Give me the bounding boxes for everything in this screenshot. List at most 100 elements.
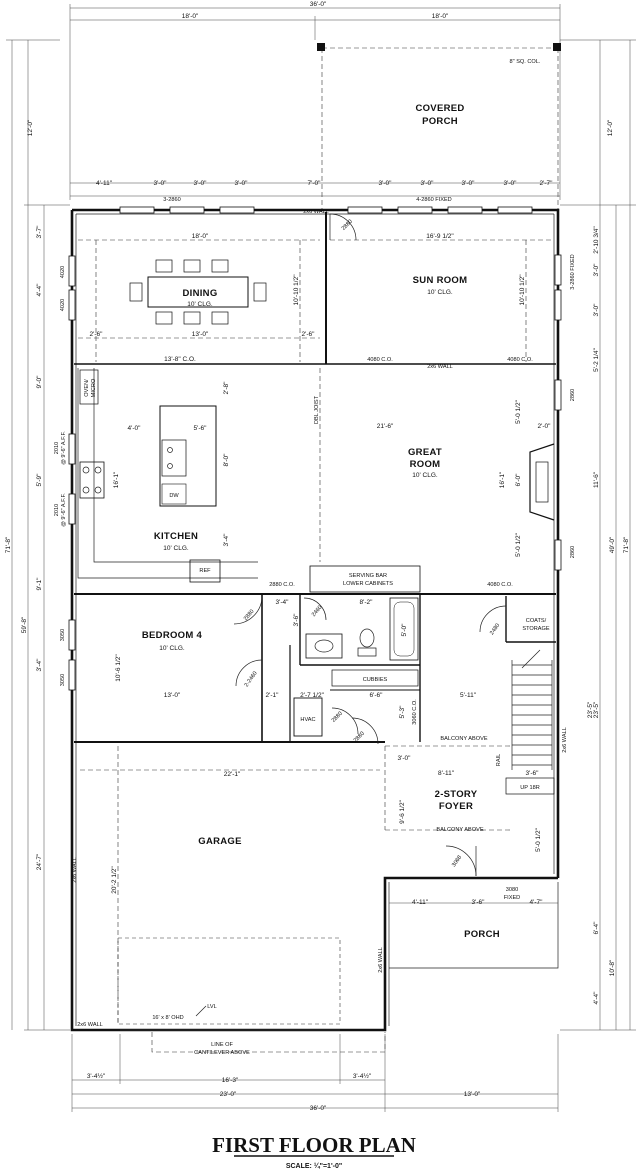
dim-win-10: 2'-7": [540, 180, 554, 187]
window-2010-a: 2010: [54, 442, 60, 454]
dim-left-3-7: 3'-7": [36, 225, 43, 239]
top-dimension-lines: 36'-0" 18'-0" 18'-0" 4'-11" 3'-0" 3'-0" …: [69, 1, 561, 203]
window-2010-b: 2010: [54, 504, 60, 516]
dishwasher-label: DW: [169, 493, 179, 499]
dim-sun-depth: 10'-10 1/2": [519, 274, 526, 306]
coats-2: STORAGE: [522, 626, 550, 632]
dim-foyer-5-0: 5'-0 1/2": [535, 827, 542, 851]
dim-porch-4-7: 4'-7": [530, 899, 544, 906]
dim-right-71-8: 71'-8": [623, 536, 630, 553]
dim-dining-right: 2'-6": [302, 331, 316, 338]
serving-bar-1: SERVING BAR: [349, 573, 387, 579]
dim-right-49-0: 49'-0": [609, 536, 616, 553]
dim-porch-depth-right: 12'-0": [607, 119, 614, 136]
front-porch: 4'-11" 3'-6" 4'-7" PORCH: [389, 882, 559, 969]
covered-porch: 8" SQ. COL. COVERED PORCH: [317, 43, 561, 210]
window-4020-b: 4020: [60, 299, 66, 311]
right-dimension-lines: 12'-0" 2'-10 3/4" 3'-0" 3'-0" 5'-2 1/4" …: [560, 39, 636, 1031]
window-label-3-2860: 3-2860: [163, 197, 180, 203]
dim-bath-8-2: 8'-2": [360, 599, 374, 606]
dim-foyer-3-0: 3'-0": [398, 755, 412, 762]
dim-bed-width: 13'-0": [164, 692, 181, 699]
dim-kitchen-3-4: 3'-4": [223, 533, 230, 547]
dim-garage-depth: 20'-2 1/2": [111, 866, 118, 894]
room-bedroom4: BEDROOM 4: [142, 630, 203, 641]
dim-great-16-1: 16'-1": [499, 471, 506, 488]
bathtub: [389, 597, 419, 661]
toilet: [357, 647, 377, 657]
dim-great-width: 21'-6": [377, 423, 394, 430]
kitchen-greatroom-zone: DBL JOIST OVEN/ MICRO DW REF KITCHEN 10'…: [77, 368, 555, 593]
vanity: [305, 633, 343, 659]
dim-porch-3-6: 3'-6": [472, 899, 486, 906]
dim-dining-left: 2'-6": [90, 331, 104, 338]
dim-porch-depth-left: 12'-0": [27, 119, 34, 136]
serving-bar: [309, 565, 421, 593]
dim-bottom-3-4a: 3'-4½": [87, 1072, 106, 1080]
room-sun-room-ceiling: 10' CLG.: [427, 289, 453, 296]
column-label: 8" SQ. COL.: [510, 59, 541, 65]
room-great-room-ceiling: 10' CLG.: [412, 472, 438, 479]
dim-win-9: 3'-0": [504, 180, 518, 187]
fixed-3080-2: FIXED: [504, 895, 520, 901]
dim-dining-inner: 13'-0": [192, 331, 209, 338]
window-3050-a: 3050: [60, 629, 66, 641]
dim-bottom-23-0: 23'-0": [220, 1091, 237, 1098]
wall-2x6-e: 2x6 WALL: [378, 947, 384, 973]
balcony-above-a: BALCONY ABOVE: [440, 736, 487, 742]
dim-left-59-8: 59'-8": [21, 616, 28, 633]
dim-left-3-4: 3'-4": [36, 658, 43, 672]
fixed-3080-1: 3080: [506, 887, 518, 893]
staircase: [505, 649, 555, 795]
room-covered-porch-line1: COVERED: [415, 103, 464, 114]
dim-right-5-2: 5'-2 1/4": [593, 347, 600, 371]
cantilever-1: LINE OF: [211, 1042, 233, 1048]
dim-top-left: 18'-0": [182, 13, 199, 20]
dim-great-6-0: 6'-0": [515, 473, 522, 487]
dim-porch-4-11: 4'-11": [412, 899, 429, 906]
dim-left-5-9: 5'-9": [36, 473, 43, 487]
room-kitchen: KITCHEN: [154, 531, 198, 542]
door-2480-coats: 2480: [489, 623, 501, 637]
window-label-4-2860-fixed: 4-2860 FIXED: [416, 197, 451, 203]
room-sun-room: SUN ROOM: [413, 275, 468, 286]
title-block: FIRST FLOOR PLAN SCALE: ¼"=1'-0": [212, 1133, 416, 1170]
dim-island-2-8: 2'-8": [223, 381, 230, 395]
dim-foyer-8-11: 8'-11": [438, 770, 455, 777]
dim-right-11-6: 11'-6": [593, 471, 600, 488]
wall-2x6-d: 2x6 WALL: [72, 857, 78, 883]
cubbies: [331, 669, 419, 687]
cubbies-label: CUBBIES: [363, 677, 388, 683]
dim-left-71-8: 71'-8": [5, 536, 12, 553]
hvac-unit: [293, 697, 323, 737]
dim-island-8-0: 8'-0": [223, 453, 230, 467]
dim-great-5-0-a: 5'-0 1/2": [515, 399, 522, 423]
door-3060-cubbies: 3060 C.O.: [412, 699, 418, 725]
dim-bottom-total: 36'-0": [310, 1105, 327, 1112]
dim-dining-depth: 10'-10 1/2": [293, 274, 300, 306]
dim-left-24-7: 24'-7": [36, 853, 43, 870]
kitchen-island: [159, 405, 217, 507]
room-garage: GARAGE: [198, 836, 242, 847]
dim-kitchen-5-6: 5'-6": [194, 425, 208, 432]
dim-bottom-16-3: 16'-3": [222, 1077, 239, 1084]
door-2880-bed: 2880: [243, 609, 256, 622]
dim-top-total: 36'-0": [310, 1, 327, 8]
dim-porch-10-8: 10'-8": [609, 959, 616, 976]
oven-micro-1: OVEN/: [84, 379, 90, 397]
wall-2x6-a: 2x6 WALL: [303, 209, 329, 215]
dim-win-3: 3'-0": [194, 180, 208, 187]
dim-win-5: 7'-0": [308, 180, 322, 187]
dim-kitchen-16-1: 16'-1": [113, 471, 120, 488]
dim-right-23-5: 23'-5": [593, 701, 600, 718]
serving-bar-2: LOWER CABINETS: [343, 581, 393, 587]
rail-label: RAIL: [496, 754, 502, 766]
dim-garage-width: 22'-1": [224, 771, 241, 778]
dim-bottom-13-0: 13'-0": [464, 1091, 481, 1098]
door-3068: 3068: [451, 855, 463, 869]
room-foyer-line2: FOYER: [439, 801, 473, 812]
window-3050-b: 3050: [60, 674, 66, 686]
dining-table: [129, 259, 267, 325]
room-great-room-line2: ROOM: [410, 459, 441, 470]
